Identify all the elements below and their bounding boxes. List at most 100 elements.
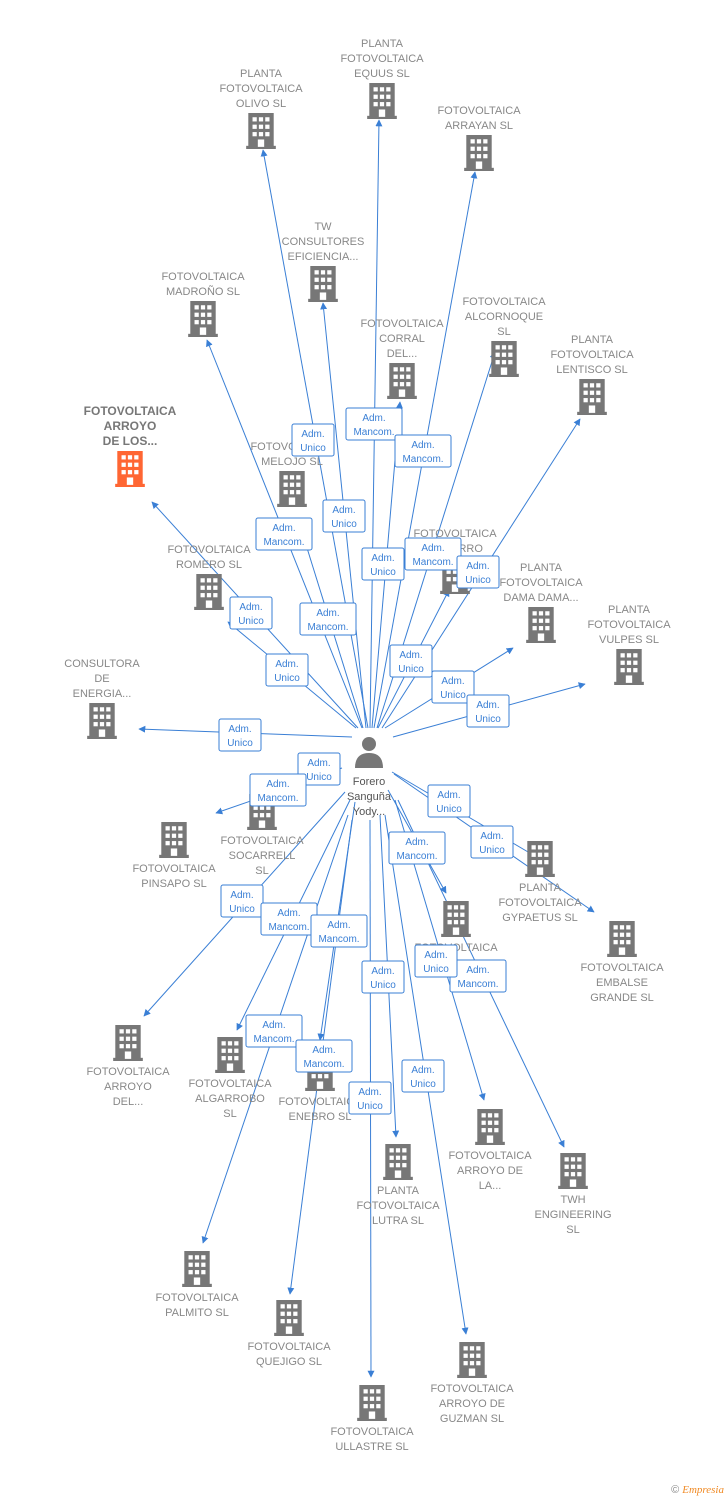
role-box-vulpes[interactable]: Adm.Unico (466, 694, 510, 728)
company-label-line: PALMITO SL (165, 1307, 229, 1319)
company-node-tw[interactable]: TWCONSULTORESEFICIENCIA... (282, 221, 365, 302)
role-box-pinsapo[interactable]: Adm.Mancom. (249, 773, 307, 807)
role-box-lutra[interactable]: Adm.Unico (361, 960, 405, 994)
role-box-enebro[interactable]: Adm.Mancom. (310, 914, 368, 948)
company-label-line: FOTOVOLTAICA (188, 1078, 272, 1090)
company-label-line: TWH (560, 1194, 585, 1206)
company-label-line: CONSULTORES (282, 236, 365, 248)
role-box-equus[interactable]: Adm.Mancom. (345, 407, 403, 441)
brand-logo[interactable]: Empresia (682, 1484, 724, 1496)
footer-credit: © Empresia (671, 1484, 724, 1496)
role-box-palmito[interactable]: Adm.Mancom. (245, 1014, 303, 1048)
role-box-gypaetus[interactable]: Adm.Unico (427, 784, 471, 818)
role-box-algarrobo[interactable]: Adm.Mancom. (260, 902, 318, 936)
role-box-lentisco[interactable]: Adm.Unico (456, 555, 500, 589)
role-box-arroyo_la[interactable]: Adm.Mancom. (449, 959, 507, 993)
role-box-madrono[interactable]: Adm.Mancom. (255, 517, 313, 551)
building-icon (387, 363, 417, 399)
center-label-line-1: Forero (353, 776, 385, 788)
company-label-line: ENERGIA... (73, 688, 132, 700)
role-box-romero[interactable]: Adm.Unico (265, 653, 309, 687)
company-label-line: FOTOVOLTAICA (360, 318, 444, 330)
role-box-line-1: Adm. (411, 1065, 434, 1076)
company-label-line: FOTOVOLTAICA (219, 83, 303, 95)
role-box-fv_mid[interactable]: Adm.Mancom. (388, 831, 446, 865)
building-icon (489, 341, 519, 377)
role-box-embalse[interactable]: Adm.Unico (470, 825, 514, 859)
role-box-line-2: Mancom. (402, 454, 443, 465)
building-icon (457, 1342, 487, 1378)
role-box-line-2: Unico (475, 714, 501, 725)
role-box-arroyo_los[interactable]: Adm.Unico (229, 596, 273, 630)
role-box-consultora[interactable]: Adm.Unico (218, 718, 262, 752)
company-label-line: DE (94, 673, 109, 685)
company-label-line: PLANTA (520, 562, 563, 574)
company-label-line: FOTOVOLTAICA (278, 1096, 362, 1108)
role-box-line-1: Adm. (307, 758, 330, 769)
role-box-arroyo_del[interactable]: Adm.Unico (220, 884, 264, 918)
building-icon (308, 266, 338, 302)
role-box-arrayan[interactable]: Adm. Mancom. (394, 434, 452, 468)
role-box-alcornoque[interactable]: Adm.Mancom. (404, 537, 462, 571)
role-box-twh[interactable]: Adm.Unico (414, 944, 458, 978)
role-box-guzman[interactable]: Adm.Unico (401, 1059, 445, 1093)
company-label-line: EMBALSE (596, 977, 648, 989)
role-box-cerro[interactable]: Adm.Unico (389, 644, 433, 678)
building-icon (246, 113, 276, 149)
role-box-melojo[interactable]: Adm.Mancom. (299, 602, 357, 636)
company-node-corral[interactable]: FOTOVOLTAICACORRALDEL... (360, 318, 444, 399)
role-box-line-2: Unico (398, 664, 424, 675)
role-box-dama[interactable]: Adm.Unico (431, 670, 475, 704)
building-icon (475, 1109, 505, 1145)
role-box-quejigo[interactable]: Adm.Mancom. (295, 1039, 353, 1073)
company-node-consultora[interactable]: CONSULTORADEENERGIA... (64, 658, 140, 739)
role-box-line-2: Mancom. (353, 427, 394, 438)
role-box-tw[interactable]: Adm.Unico (322, 499, 366, 533)
role-box-line-1: Adm. (421, 543, 444, 554)
company-node-arroyo_del[interactable]: FOTOVOLTAICAARROYODEL... (86, 1025, 170, 1108)
company-label-line: VULPES SL (599, 634, 659, 646)
role-box-frame (345, 407, 403, 441)
role-boxes-layer: Adm.UnicoAdm.Mancom.Adm.Mancom.Adm.Unico… (218, 407, 514, 1115)
building-icon (357, 1385, 387, 1421)
role-box-frame (404, 537, 462, 571)
role-box-frame (470, 825, 514, 859)
center-person[interactable]: Forero Sanguña Yody... (347, 737, 392, 818)
company-label-line: FOTOVOLTAICA (84, 404, 177, 418)
building-icon (558, 1153, 588, 1189)
building-icon (367, 83, 397, 119)
role-box-line-1: Adm. (411, 440, 434, 451)
role-box-line-2: Unico (331, 519, 357, 530)
company-label-line: PLANTA (571, 334, 614, 346)
company-label-line: FOTOVOLTAICA (587, 619, 671, 631)
role-box-socarrell[interactable]: Adm.Unico (297, 752, 341, 786)
role-box-ullastre[interactable]: Adm.Unico (348, 1081, 392, 1115)
role-box-line-2: Unico (436, 804, 462, 815)
company-label-line: SL (497, 326, 510, 338)
role-box-corral[interactable]: Adm.Unico (361, 547, 405, 581)
role-box-olivo[interactable]: Adm.Unico (291, 423, 335, 457)
